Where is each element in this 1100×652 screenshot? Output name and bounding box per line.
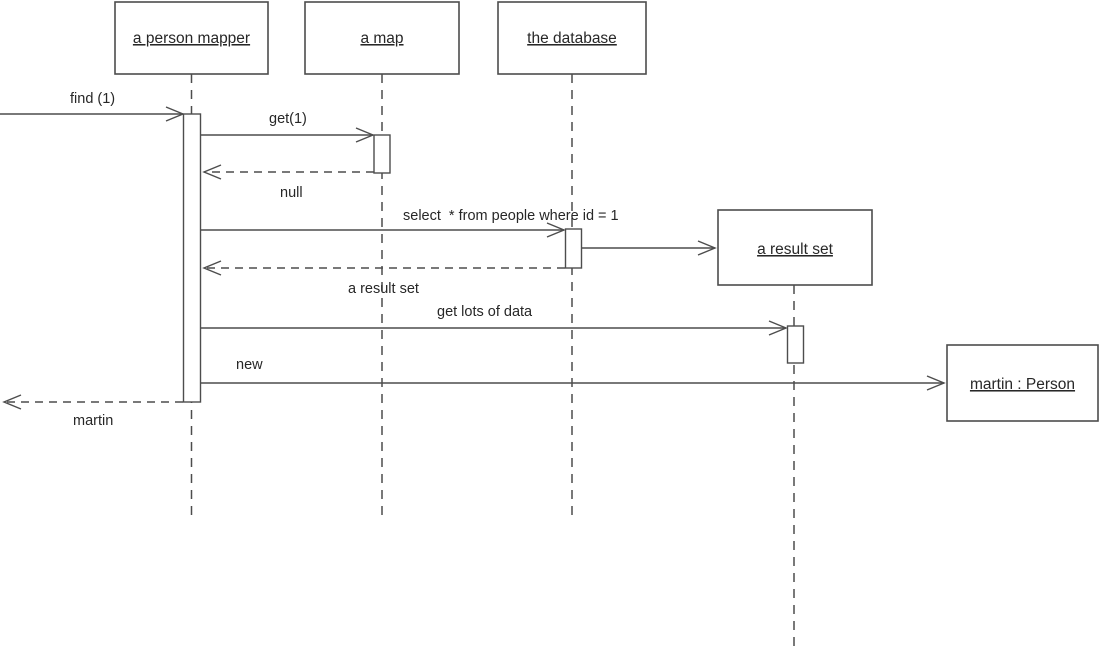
participant-database-label: the database bbox=[527, 30, 617, 47]
activation-person-mapper bbox=[182, 113, 202, 403]
participant-martin-person-box bbox=[946, 344, 1099, 422]
message-find: find (1) bbox=[0, 91, 185, 122]
participant-result-set: a result set bbox=[717, 209, 873, 286]
participant-result-set-box bbox=[717, 209, 873, 286]
message-result-set-return: a result set bbox=[202, 260, 565, 297]
message-new: new bbox=[200, 357, 946, 391]
activation-result-set bbox=[786, 325, 805, 364]
participant-martin-person: martin : Person bbox=[946, 344, 1099, 422]
participant-person-mapper-label: a person mapper bbox=[133, 30, 250, 47]
participant-map: a map bbox=[304, 1, 460, 75]
activation-database bbox=[564, 228, 583, 269]
message-martin-return-label: martin bbox=[73, 413, 113, 429]
message-select-label: select * from people where id = 1 bbox=[403, 208, 619, 224]
participant-database: the database bbox=[497, 1, 647, 75]
activation-map bbox=[373, 134, 391, 174]
message-find-label: find (1) bbox=[70, 91, 115, 107]
participant-person-mapper-box bbox=[114, 1, 269, 75]
message-select: select * from people where id = 1 bbox=[200, 208, 619, 238]
message-get-lots-of-data: get lots of data bbox=[200, 304, 788, 336]
message-null-return: null bbox=[202, 164, 374, 201]
participant-result-set-label: a result set bbox=[757, 241, 834, 258]
message-martin-return: martin bbox=[2, 394, 183, 429]
participant-map-label: a map bbox=[360, 30, 403, 47]
message-new-label: new bbox=[236, 357, 263, 373]
message-null-return-label: null bbox=[280, 185, 303, 201]
message-result-set-return-label: a result set bbox=[348, 281, 419, 297]
participant-martin-person-label: martin : Person bbox=[970, 376, 1075, 393]
message-get-lots-of-data-label: get lots of data bbox=[437, 304, 533, 320]
message-get: get(1) bbox=[200, 111, 375, 143]
message-get-label: get(1) bbox=[269, 111, 307, 127]
participant-map-box bbox=[304, 1, 460, 75]
participant-person-mapper: a person mapper bbox=[114, 1, 269, 75]
participant-database-box bbox=[497, 1, 647, 75]
